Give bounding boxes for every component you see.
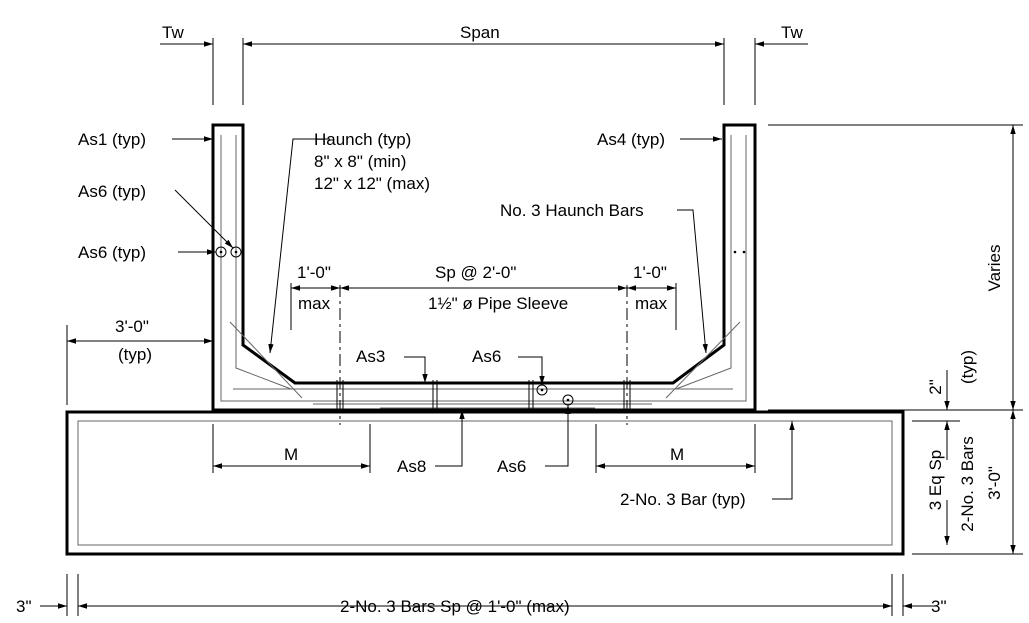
as6-mid-label: As6 bbox=[472, 347, 501, 366]
typ-left-label: (typ) bbox=[118, 345, 152, 364]
three-eq-sp-label: 3 Eq Sp bbox=[926, 450, 945, 511]
haunch-label-3: 12" x 12" (max) bbox=[314, 174, 430, 193]
dimension-lines bbox=[40, 38, 1023, 616]
sp-spacing-label: Sp @ 2'-0" bbox=[435, 263, 516, 282]
pipe-sleeve-centerlines bbox=[336, 285, 631, 425]
as6-typ-label-1: As6 (typ) bbox=[78, 182, 146, 201]
m-right-label: M bbox=[670, 445, 684, 464]
text-labels: Tw Span Tw As1 (typ) Haunch (typ) 8" x 8… bbox=[16, 23, 1004, 616]
max-right-label: max bbox=[635, 294, 668, 313]
haunch-label-1: Haunch (typ) bbox=[314, 130, 411, 149]
two-no3-bars-vertical-label: 2-No. 3 Bars bbox=[958, 436, 977, 531]
two-no3-bar-typ-label: 2-No. 3 Bar (typ) bbox=[620, 490, 746, 509]
three-ft-label: 3'-0" bbox=[115, 317, 149, 336]
as8-label: As8 bbox=[397, 457, 426, 476]
as4-label: As4 (typ) bbox=[597, 130, 665, 149]
tw-left-label: Tw bbox=[162, 23, 184, 42]
varies-label: Varies bbox=[985, 245, 1004, 292]
footing-outline bbox=[65, 410, 905, 556]
max-dim-right-label: 1'-0" bbox=[633, 263, 667, 282]
three-in-left-label: 3" bbox=[16, 597, 32, 616]
pipe-sleeve-label: 1½" ø Pipe Sleeve bbox=[428, 294, 568, 313]
as6-typ-label-2: As6 (typ) bbox=[78, 243, 146, 262]
max-left-label: max bbox=[298, 294, 331, 313]
as1-label: As1 (typ) bbox=[78, 130, 146, 149]
m-left-label: M bbox=[284, 445, 298, 464]
haunch-bars-label: No. 3 Haunch Bars bbox=[500, 201, 644, 220]
max-dim-left-label: 1'-0" bbox=[297, 263, 331, 282]
bottom-bars-label: 2-No. 3 Bars Sp @ 1'-0" (max) bbox=[340, 597, 570, 616]
three-in-right-label: 3" bbox=[931, 597, 947, 616]
haunch-label-2: 8" x 8" (min) bbox=[314, 152, 406, 171]
typ-right-label: (typ) bbox=[958, 350, 977, 384]
as6-bottom-label: As6 bbox=[497, 457, 526, 476]
flume-outline bbox=[211, 123, 757, 412]
span-label: Span bbox=[460, 23, 500, 42]
reinforcement-lines bbox=[220, 135, 747, 409]
three-ft-right-label: 3'-0" bbox=[985, 466, 1004, 500]
two-in-label: 2" bbox=[926, 379, 945, 395]
tw-right-label: Tw bbox=[781, 23, 803, 42]
leader-lines bbox=[172, 136, 795, 500]
as3-label: As3 bbox=[356, 347, 385, 366]
bar-dots bbox=[215, 246, 746, 406]
